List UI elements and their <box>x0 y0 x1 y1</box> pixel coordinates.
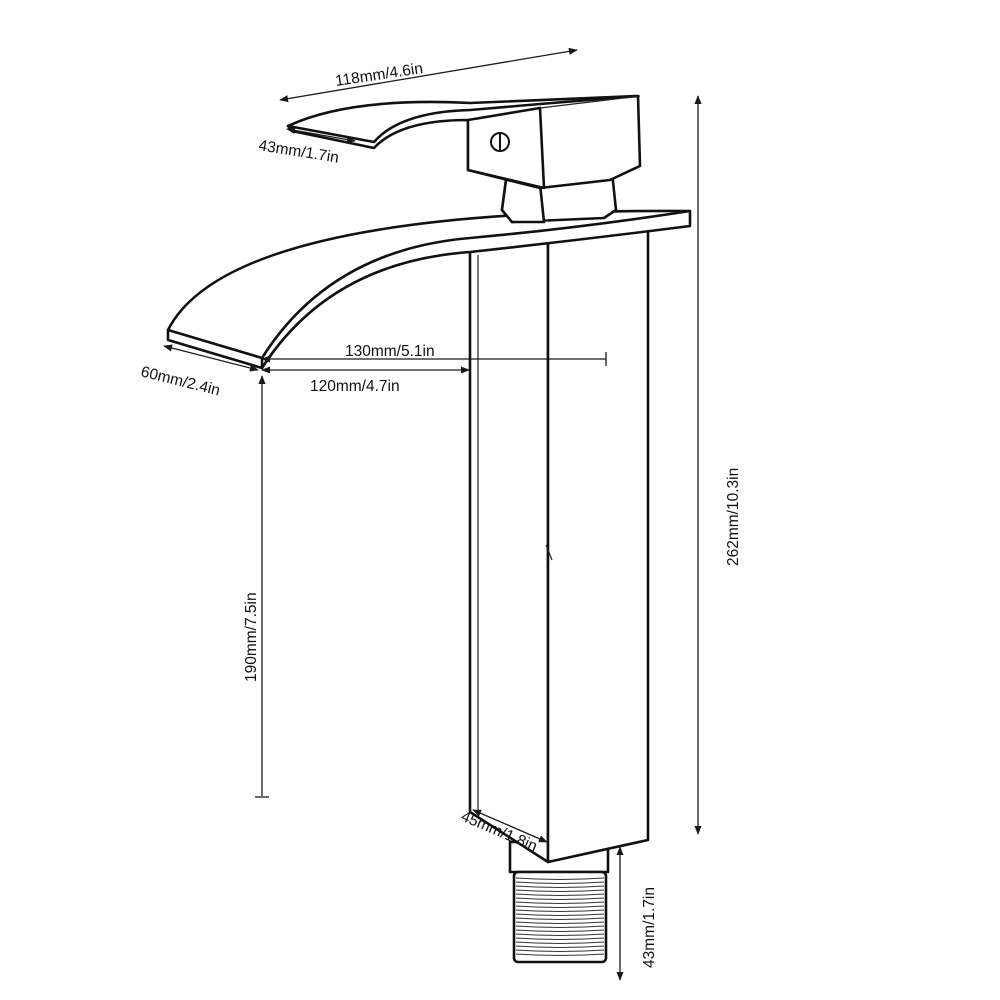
total-height-label: 262mm/10.3in <box>725 468 742 566</box>
thread-ring <box>515 941 605 944</box>
spout-height-label: 190mm/7.5in <box>243 592 260 682</box>
thread-ring <box>515 889 605 892</box>
thread-ring <box>515 897 605 900</box>
thread-ring <box>515 933 605 936</box>
thread-ring <box>515 877 605 880</box>
spout-width-label: 60mm/2.4in <box>139 363 222 399</box>
thread-ring <box>515 921 605 924</box>
spout-width-line <box>163 344 259 372</box>
spout-to-body-label: 120mm/4.7in <box>310 378 400 395</box>
dimension-labels: 118mm/4.6in 43mm/1.7in 130mm/5.1in 120mm… <box>139 60 742 968</box>
thread-ring <box>515 909 605 912</box>
thread-ring <box>515 953 605 956</box>
thread-ring <box>515 901 605 904</box>
faucet-drawing <box>166 94 692 964</box>
dimension-lines <box>163 47 702 981</box>
thread-length-label: 43mm/1.7in <box>641 887 658 968</box>
lever-handle <box>286 94 642 190</box>
body-width-line <box>472 809 548 843</box>
thread-ring <box>515 945 605 948</box>
thread-ring <box>515 917 605 920</box>
thread-ring <box>515 913 605 916</box>
thread-ring <box>515 925 605 928</box>
thread-ring <box>515 905 605 908</box>
handle-length-label: 118mm/4.6in <box>334 60 424 90</box>
thread-ring <box>515 893 605 896</box>
waterfall-spout <box>166 209 692 370</box>
spout-reach-label: 130mm/5.1in <box>345 343 435 360</box>
thread-ring <box>515 949 605 952</box>
thread-ring <box>515 937 605 940</box>
handle-length-line <box>279 47 578 103</box>
handle-width-line <box>286 126 356 144</box>
thread-ring <box>515 885 605 888</box>
faucet-body <box>468 220 650 864</box>
thread-ring <box>515 881 605 884</box>
handle-width-label: 43mm/1.7in <box>257 137 340 166</box>
thread-ring <box>515 929 605 932</box>
